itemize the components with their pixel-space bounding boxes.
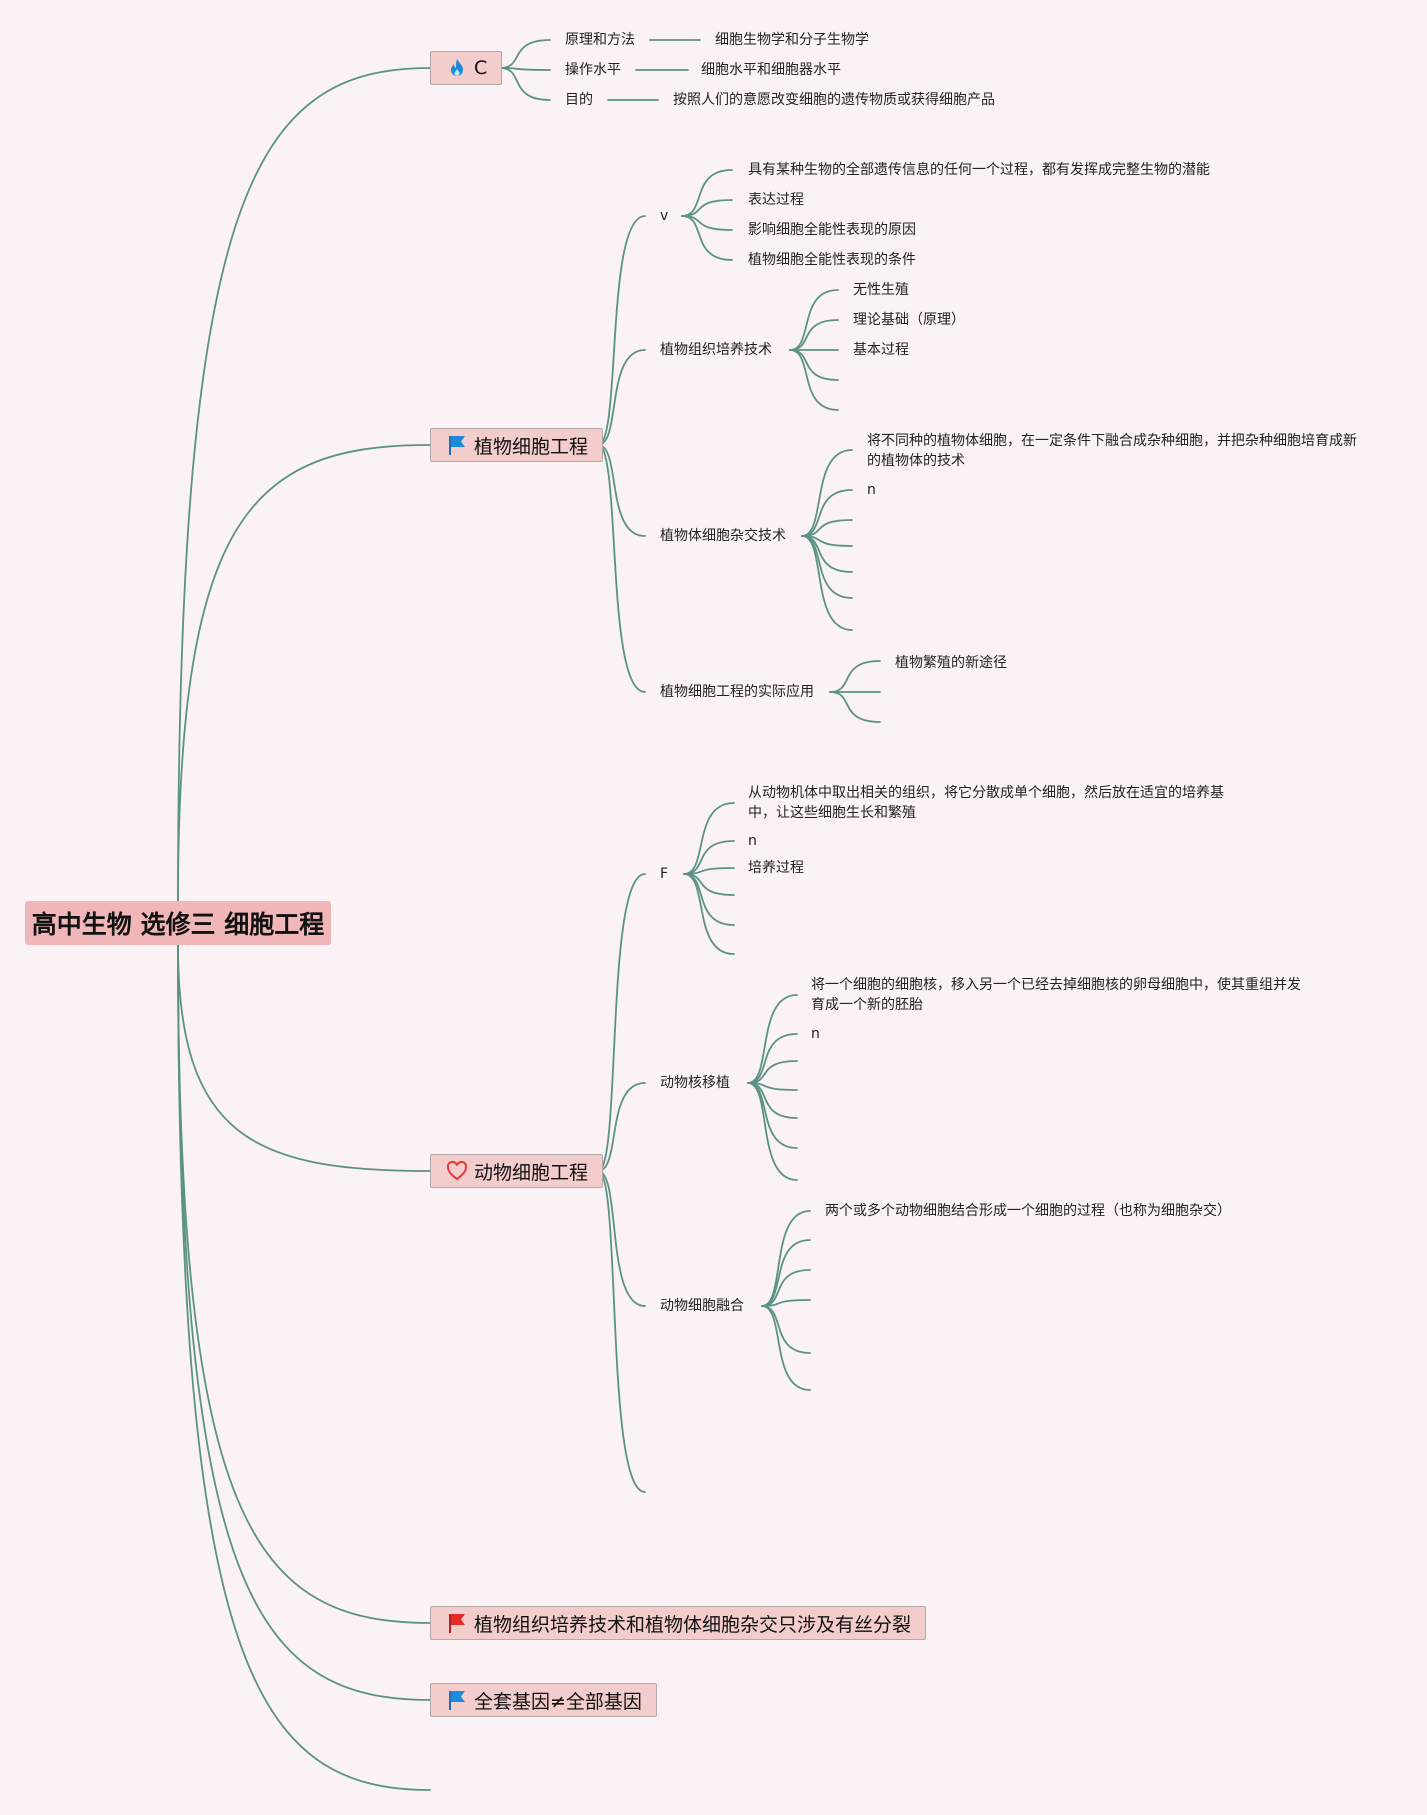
topic-label: 动物细胞工程 (474, 1161, 589, 1184)
c-item-value[interactable]: 细胞生物学和分子生物学 (715, 32, 869, 48)
connector (761, 1210, 811, 1307)
topic-c[interactable]: C (430, 51, 503, 85)
connector (683, 873, 735, 896)
sub-topic[interactable]: 植物组织培养技术 (660, 342, 772, 358)
topic-label: 植物组织培养技术和植物体细胞杂交只涉及有丝分裂 (474, 1613, 912, 1636)
connector (801, 519, 853, 537)
connector (681, 215, 733, 231)
sub-topic[interactable]: v (660, 208, 669, 224)
c-item-label[interactable]: 操作水平 (565, 62, 621, 78)
sub-topic[interactable]: 动物细胞融合 (660, 1298, 744, 1314)
connector (683, 873, 735, 955)
fire-icon (446, 57, 468, 79)
connector (801, 535, 853, 631)
connector (747, 1082, 798, 1091)
sub-topic[interactable]: 动物核移植 (660, 1075, 730, 1091)
connector (801, 535, 853, 599)
heart-icon (446, 1160, 468, 1182)
connector (683, 873, 735, 926)
connector (683, 802, 735, 875)
connector (499, 67, 551, 71)
connector (789, 349, 839, 381)
connector (789, 289, 839, 351)
leaf-topic[interactable]: 表达过程 (748, 192, 804, 208)
root-connector (177, 444, 431, 902)
c-item-value[interactable]: 细胞水平和细胞器水平 (701, 62, 841, 78)
root-connector (177, 67, 431, 902)
root-topic[interactable]: 高中生物 选修三 细胞工程 (25, 901, 331, 945)
connector (761, 1299, 811, 1307)
sub-topic[interactable]: 植物体细胞杂交技术 (660, 528, 786, 544)
connector (747, 1060, 798, 1084)
leaf-topic[interactable]: 培养过程 (748, 860, 804, 876)
c-item-label[interactable]: 目的 (565, 92, 593, 108)
connector (829, 660, 881, 693)
connector (597, 1082, 646, 1172)
root-connector (177, 944, 431, 1701)
red-flag-icon (446, 1612, 468, 1634)
connector (681, 215, 733, 261)
leaf-topic[interactable]: 具有某种生物的全部遗传信息的任何一个过程，都有发挥成完整生物的潜能 (748, 162, 1210, 178)
connector (747, 1082, 798, 1149)
connector (789, 319, 839, 351)
topic-animal-cell-engineering[interactable]: 动物细胞工程 (430, 1154, 604, 1188)
leaf-topic[interactable]: 基本过程 (853, 342, 909, 358)
connector (683, 867, 735, 875)
connector (761, 1269, 811, 1307)
leaf-topic[interactable]: 两个或多个动物细胞结合形成一个细胞的过程（也称为细胞杂交） (825, 1203, 1231, 1219)
connector (801, 449, 853, 537)
connector (761, 1305, 811, 1391)
root-connector (177, 944, 431, 1172)
connector (597, 873, 646, 1172)
blue-flag-icon (446, 1689, 468, 1711)
root-connector (177, 944, 431, 1624)
connector (747, 1082, 798, 1181)
leaf-topic[interactable]: 从动物机体中取出相关的组织，将它分散成单个细胞，然后放在适宜的培养基中，让这些细… (748, 785, 1224, 821)
connector (681, 169, 733, 217)
connector (761, 1305, 811, 1354)
connector (597, 215, 646, 446)
leaf-topic[interactable]: 影响细胞全能性表现的原因 (748, 222, 916, 238)
connector (747, 1082, 798, 1119)
connector (747, 1033, 798, 1084)
connector (681, 199, 733, 217)
connector (829, 691, 881, 723)
leaf-topic[interactable]: n (867, 482, 876, 498)
topic-label: C (474, 57, 488, 79)
connector (747, 994, 798, 1084)
connector (801, 535, 853, 573)
connector (597, 1170, 646, 1493)
connector (499, 67, 551, 101)
connector (789, 349, 839, 411)
blue-flag-icon (446, 434, 468, 456)
topic-gene-note[interactable]: 全套基因≠全部基因 (430, 1683, 657, 1717)
c-item-label[interactable]: 原理和方法 (565, 32, 635, 48)
topic-label: 全套基因≠全部基因 (474, 1690, 642, 1713)
connector (597, 444, 646, 537)
leaf-topic[interactable]: n (811, 1026, 820, 1042)
sub-topic[interactable]: 植物细胞工程的实际应用 (660, 684, 814, 700)
connector (761, 1239, 811, 1307)
connector (683, 840, 735, 875)
c-item-value[interactable]: 按照人们的意愿改变细胞的遗传物质或获得细胞产品 (673, 92, 995, 108)
leaf-topic[interactable]: 无性生殖 (853, 282, 909, 298)
topic-plant-cell-engineering[interactable]: 植物细胞工程 (430, 428, 604, 462)
leaf-topic[interactable]: 植物繁殖的新途径 (895, 655, 1007, 671)
leaf-topic[interactable]: 理论基础（原理） (853, 312, 965, 328)
topic-label: 植物细胞工程 (474, 435, 589, 458)
connector (597, 444, 646, 693)
topic-mitosis-note[interactable]: 植物组织培养技术和植物体细胞杂交只涉及有丝分裂 (430, 1606, 927, 1640)
connector (499, 39, 551, 69)
connector (597, 1170, 646, 1307)
root-connector (177, 944, 431, 1791)
leaf-topic[interactable]: n (748, 833, 757, 849)
sub-topic[interactable]: F (660, 866, 669, 882)
leaf-topic[interactable]: 将不同种的植物体细胞，在一定条件下融合成杂种细胞，并把杂种细胞培育成新的植物体的… (867, 433, 1357, 469)
connector (597, 349, 646, 446)
connector (801, 535, 853, 547)
leaf-topic[interactable]: 将一个细胞的细胞核，移入另一个已经去掉细胞核的卵母细胞中，使其重组并发育成一个新… (811, 977, 1301, 1013)
connector (801, 489, 853, 537)
leaf-topic[interactable]: 植物细胞全能性表现的条件 (748, 252, 916, 268)
